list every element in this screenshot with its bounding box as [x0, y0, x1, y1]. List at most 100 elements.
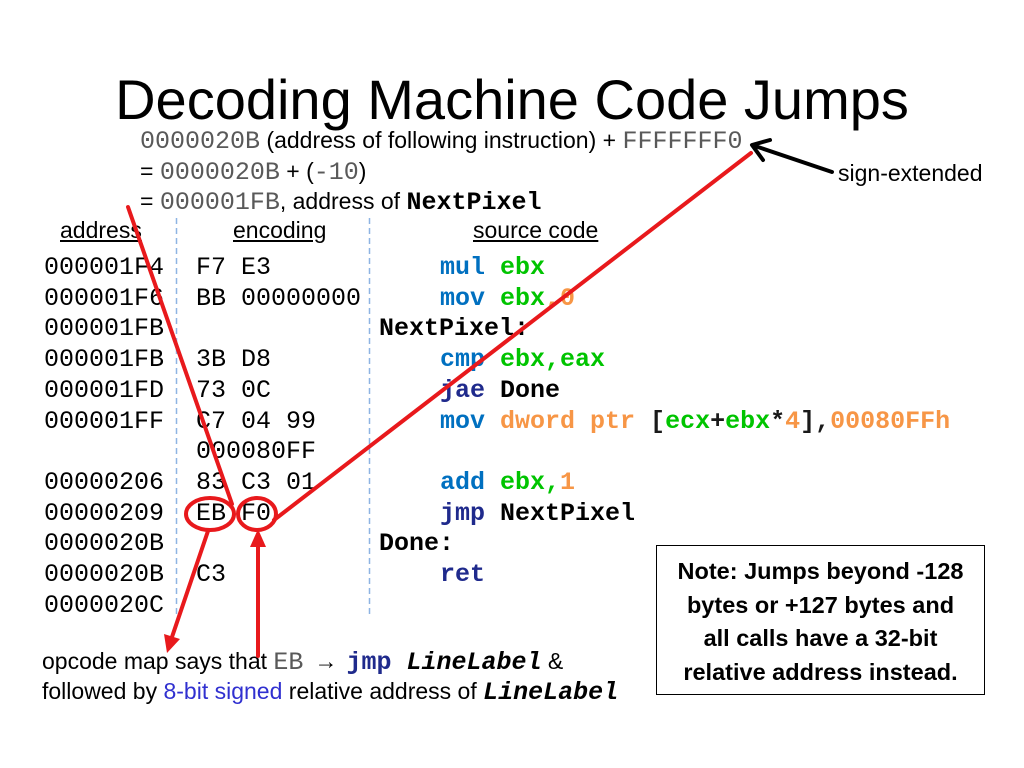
footer-line-2: followed by 8-bit signed relative addres… [42, 676, 619, 707]
mnemonic: add [440, 468, 501, 498]
table-row: 000080FF [0, 437, 1024, 468]
slide-title: Decoding Machine Code Jumps [115, 68, 909, 131]
table-row: 000001FB NextPixel: [0, 314, 1024, 345]
address-cell: 000001FF [44, 406, 165, 436]
mnemonic: cmp [440, 345, 501, 375]
source-cell: jmp NextPixel [440, 499, 635, 530]
opcode-byte: EB [273, 648, 304, 677]
encoding-cell: C7 04 99 [196, 406, 317, 436]
encoding-cell: 000080FF [196, 437, 317, 467]
immediate-operand: ,0 [545, 283, 576, 313]
calc-line-2: = 0000020B + (-10) [140, 156, 366, 187]
calc-line-3: = 000001FB, address of NextPixel [140, 186, 541, 217]
source-cell: ret [440, 560, 485, 591]
displacement-value: FFFFFFF0 [622, 127, 743, 156]
encoding-cell: C3 [196, 560, 227, 590]
column-header-encoding: encoding [233, 217, 327, 243]
table-row: 0000020B Done: [0, 529, 1024, 560]
table-row: 000001FB 3B D8 cmp ebx,eax [0, 345, 1024, 376]
register-operand: ebx [500, 253, 546, 282]
table-row: 0000020C [0, 591, 1024, 622]
address-cell: 000001FB [44, 345, 165, 375]
source-cell: mov dword ptr [ecx+ebx*4],00080FFh [440, 407, 950, 438]
source-cell: add ebx,1 [440, 468, 575, 499]
signed-offset: -10 [313, 157, 359, 187]
source-cell: cmp ebx,eax [440, 345, 605, 376]
register-operand: ebx, [500, 468, 561, 498]
register-operand: ebx [500, 283, 546, 313]
encoding-cell: 3B D8 [196, 345, 272, 375]
column-header-source: source code [473, 217, 599, 243]
sign-extended-arrow-line [753, 144, 834, 174]
operator: + [710, 406, 726, 436]
calc-text: (address of following instruction) + [260, 127, 623, 153]
source-cell: mul ebx [440, 253, 545, 284]
scale-factor: 4 [785, 406, 801, 436]
footer-text: followed by [42, 678, 164, 704]
calc-line-1: 0000020B (address of following instructi… [140, 125, 742, 156]
next-instruction-address: 0000020B [159, 157, 280, 187]
encoding-cell: 73 0C [196, 375, 272, 405]
register-operand: ecx [665, 406, 711, 436]
calc-text: , address of [279, 188, 407, 214]
address-cell: 000001FD [44, 375, 165, 405]
next-instruction-address: 0000020B [140, 127, 261, 156]
target-label: NextPixel [406, 188, 542, 217]
note-line: relative address instead. [683, 658, 958, 685]
address-cell: 0000020B [44, 560, 165, 590]
mnemonic: mul [440, 253, 501, 282]
table-row: 00000209 EB F0 jmp NextPixel [0, 499, 1024, 530]
footer-text: opcode map says that [42, 648, 274, 674]
size-specifier: dword ptr [500, 406, 651, 436]
source-cell: jae Done [440, 376, 560, 407]
jump-mnemonic: jmp [440, 498, 501, 528]
label-operand: LineLabel [483, 678, 619, 707]
equals-sign: = [140, 157, 160, 184]
target-address: 000001FB [159, 188, 280, 217]
note-box: Note: Jumps beyond -128 bytes or +127 by… [656, 545, 985, 695]
address-cell: 00000209 [44, 498, 165, 528]
highlighted-term: 8-bit signed [163, 678, 283, 704]
column-header-address: address [60, 217, 142, 243]
code-label: NextPixel: [379, 314, 530, 344]
note-line: all calls have a 32-bit [703, 625, 938, 651]
label-operand: NextPixel [500, 498, 636, 528]
source-cell: mov ebx,0 [440, 284, 575, 315]
jump-mnemonic: ret [440, 560, 486, 590]
bracket: ], [800, 406, 831, 436]
encoding-cell: BB 00000000 [196, 283, 362, 313]
table-row: 000001FF C7 04 99 mov dword ptr [ecx+ebx*4… [0, 407, 1024, 438]
note-line: bytes or +127 bytes and [686, 591, 955, 618]
register-operand: ebx [725, 406, 771, 436]
note-line: Note: Jumps beyond -128 [677, 558, 964, 584]
footer-text: relative address of [282, 678, 484, 704]
address-cell: 0000020C [44, 590, 165, 620]
register-operand: ebx,eax [500, 345, 606, 375]
operator: * [770, 406, 786, 436]
address-cell: 000001F4 [44, 253, 165, 282]
sign-extended-label: sign-extended [838, 160, 983, 186]
table-row: 000001FD 73 0C jae Done [0, 376, 1024, 407]
equals-sign: = [140, 188, 160, 214]
calc-text: + ( [279, 157, 314, 184]
sign-extended-arrowhead [750, 138, 772, 162]
jump-mnemonic: jae [440, 375, 501, 405]
label-operand: LineLabel [406, 648, 542, 677]
bracket: [ [650, 406, 666, 436]
encoding-cell: EB F0 [196, 498, 272, 528]
address-cell: 000001FB [44, 314, 165, 344]
encoding-cell: 83 C3 01 [196, 468, 317, 498]
mnemonic: mov [440, 283, 501, 313]
right-arrow-icon: → [314, 648, 338, 674]
label-operand: Done [500, 375, 561, 405]
calc-text: ) [358, 157, 367, 184]
footer-text: & [541, 648, 564, 674]
code-label: Done: [379, 529, 455, 559]
address-cell: 0000020B [44, 529, 165, 559]
immediate-operand: 00080FFh [830, 406, 951, 436]
